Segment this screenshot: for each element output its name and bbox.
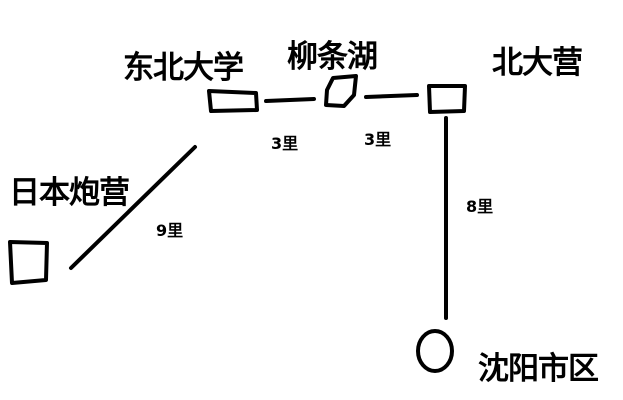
distance-artillery-dongbei: 9里 bbox=[156, 221, 184, 240]
distance-beidaying-shenyang: 8里 bbox=[466, 197, 494, 216]
japanese-artillery-camp-marker bbox=[8, 240, 49, 285]
dongbei-university-marker bbox=[207, 89, 259, 113]
distance-liutiao-beidaying: 3里 bbox=[364, 130, 392, 149]
road-dongbei-liutiao bbox=[264, 97, 316, 103]
distance-dongbei-liutiao: 3里 bbox=[271, 134, 299, 153]
shenyang-city-marker bbox=[416, 329, 454, 373]
beidaying-marker bbox=[427, 84, 467, 114]
label-beidaying: 北大营 bbox=[492, 45, 583, 81]
label-shenyang-city: 沈阳市区 bbox=[478, 351, 599, 387]
label-japanese-artillery-camp: 日本炮营 bbox=[9, 175, 130, 211]
label-liutiao-lake: 柳条湖 bbox=[287, 39, 378, 75]
road-liutiao-beidaying bbox=[364, 93, 419, 99]
liutiao-lake-marker bbox=[324, 74, 358, 108]
road-artillery-dongbei bbox=[69, 145, 197, 270]
label-dongbei-university: 东北大学 bbox=[123, 50, 244, 86]
